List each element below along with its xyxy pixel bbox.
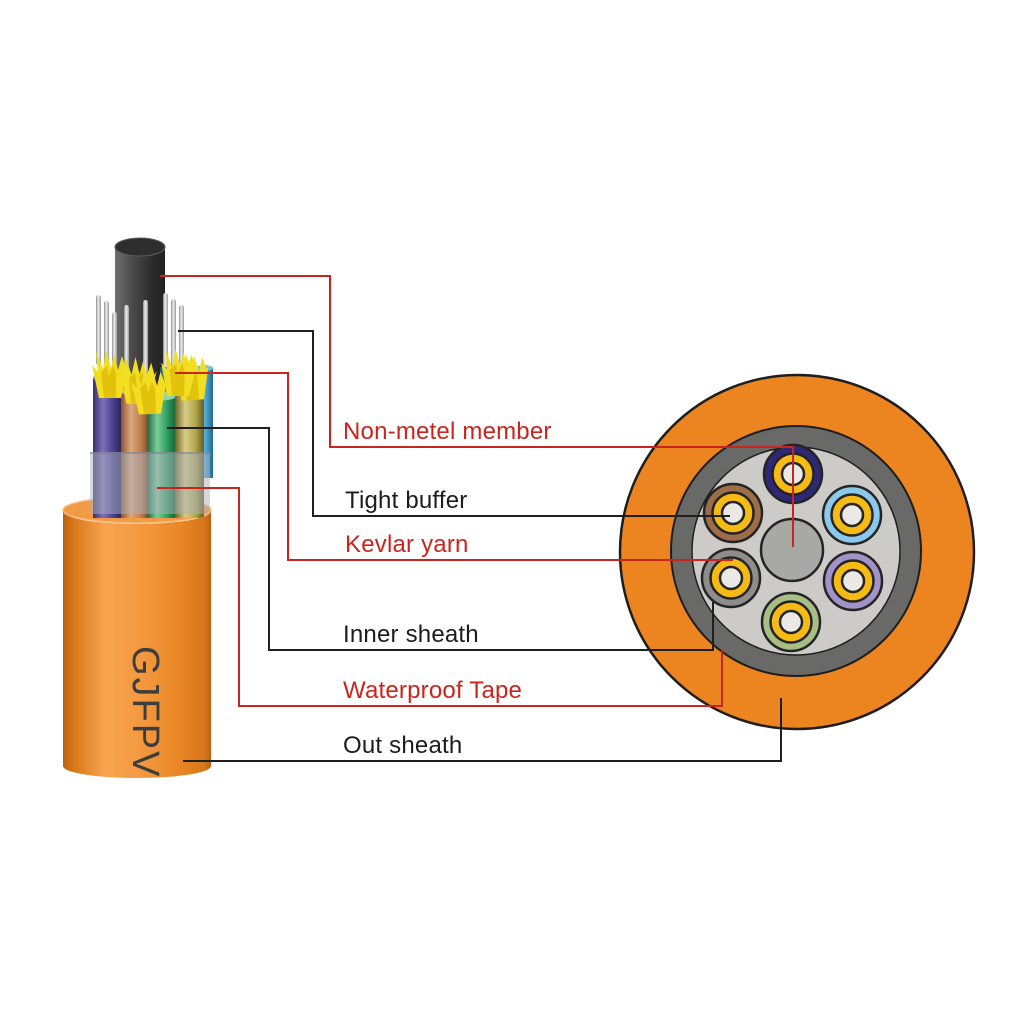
fiber-unit-skyblue bbox=[821, 484, 883, 546]
label-inner-sheath: Inner sheath bbox=[343, 621, 479, 648]
leader-waterproof-tape bbox=[157, 487, 723, 707]
cable-cross-section bbox=[618, 373, 976, 731]
waterproof-tape-band bbox=[90, 452, 210, 514]
label-kevlar-yarn: Kevlar yarn bbox=[345, 531, 469, 558]
outer-sheath-cylinder bbox=[63, 511, 211, 778]
label-out-sheath: Out sheath bbox=[343, 732, 463, 759]
label-tight-buffer: Tight buffer bbox=[345, 487, 468, 514]
leader-tight-buffer bbox=[178, 330, 730, 517]
fiber-unit-brown bbox=[702, 482, 764, 544]
leader-inner-sheath bbox=[167, 427, 714, 651]
leader-out-sheath bbox=[183, 698, 782, 762]
fiber-unit-gray bbox=[700, 547, 762, 609]
leader-lines bbox=[157, 275, 794, 762]
leader-kevlar-yarn bbox=[175, 372, 733, 561]
cable-3d-illustration: GJFPV bbox=[62, 237, 213, 778]
fiber-unit-lavender bbox=[822, 550, 884, 612]
cable-code-print: GJFPV bbox=[124, 646, 166, 778]
label-non-metal-member: Non-metel member bbox=[343, 418, 552, 445]
leader-non-metal-member bbox=[160, 275, 794, 547]
label-waterproof-tape: Waterproof Tape bbox=[343, 677, 523, 704]
fiber-unit-green bbox=[760, 591, 822, 653]
bare-fibers bbox=[96, 293, 184, 390]
